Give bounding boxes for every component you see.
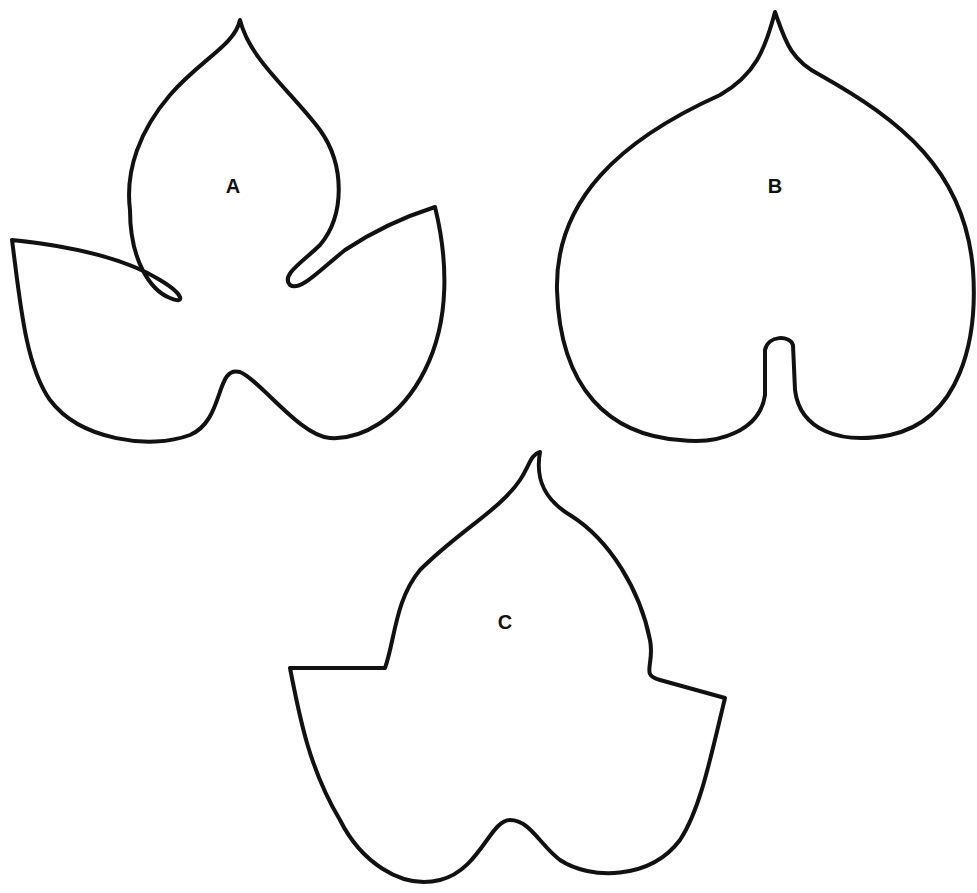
leaf-outline: C	[284, 446, 730, 888]
leaf-outline: B	[552, 6, 976, 446]
leaf-shape	[4, 14, 454, 448]
leaf-outline: A	[4, 14, 454, 448]
leaf-letter: B	[768, 176, 782, 196]
leaf-letter: A	[226, 176, 240, 196]
leaf-path	[290, 452, 725, 882]
leaf-shape	[552, 6, 976, 446]
leaf-letter: C	[498, 612, 512, 632]
leaf-shape	[284, 446, 730, 888]
leaf-path	[12, 20, 444, 442]
leaf-path	[557, 12, 974, 441]
